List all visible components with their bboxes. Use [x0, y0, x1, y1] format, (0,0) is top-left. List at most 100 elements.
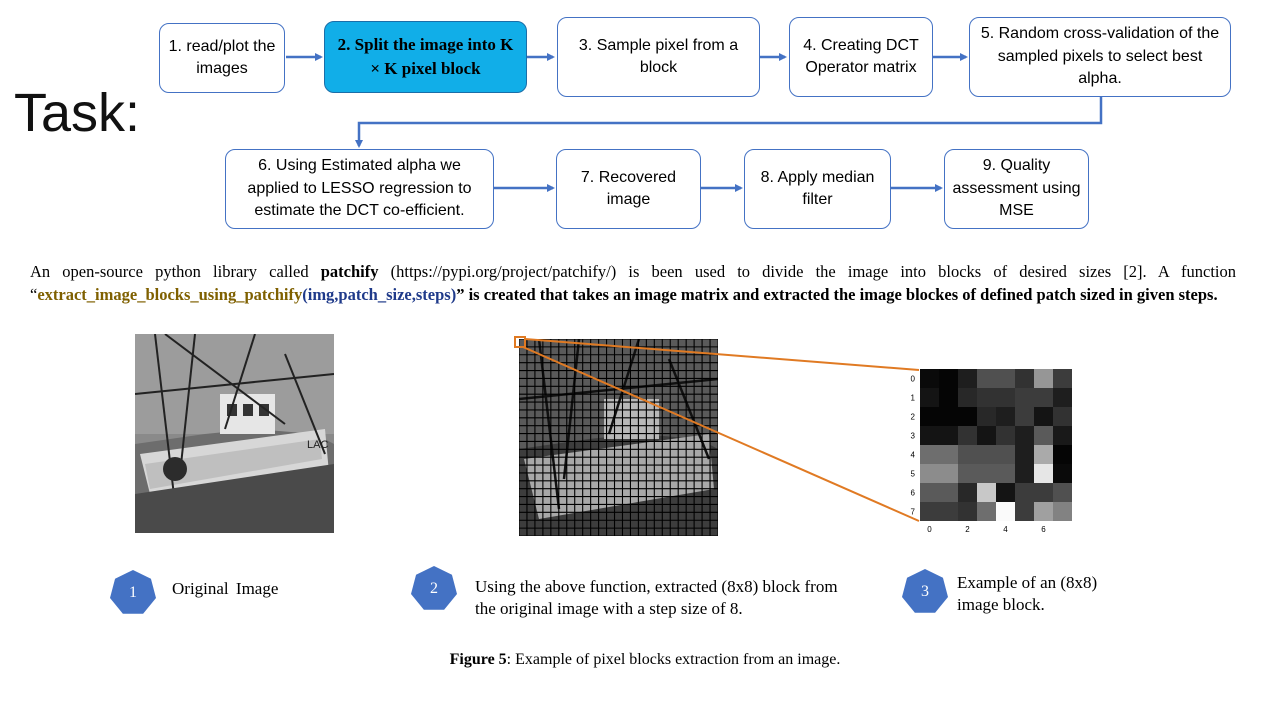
y-tick-label: 2 [911, 413, 916, 422]
block-pixel [996, 426, 1015, 445]
block-pixel [977, 502, 996, 521]
block-pixel [977, 445, 996, 464]
block-pixel [1053, 464, 1072, 483]
block-pixel [958, 388, 977, 407]
function-args: (img,patch_size,steps) [302, 284, 457, 304]
y-tick-label: 7 [911, 508, 916, 517]
block-pixel [1015, 464, 1034, 483]
block-pixel [958, 369, 977, 388]
block-pixel [1053, 445, 1072, 464]
block-pixel [1015, 407, 1034, 426]
block-pixel [1034, 483, 1053, 502]
y-tick-label: 3 [911, 432, 916, 441]
block-pixel [920, 426, 939, 445]
block-pixel [958, 407, 977, 426]
block-pixel [996, 464, 1015, 483]
zoom-source-box [514, 336, 526, 348]
block-pixel [920, 464, 939, 483]
block-pixel [920, 388, 939, 407]
x-tick-label: 6 [1041, 525, 1046, 534]
y-tick-label: 0 [911, 375, 916, 384]
block-pixel [977, 426, 996, 445]
block-pixel [1015, 502, 1034, 521]
block-pixel [939, 388, 958, 407]
block-pixel [939, 502, 958, 521]
function-name: extract_image_blocks_using_patchify [37, 284, 303, 304]
svg-text:LAC: LAC [307, 439, 328, 451]
block-pixel [958, 483, 977, 502]
block-pixel [920, 502, 939, 521]
zoom-line-bottom [522, 346, 920, 522]
block-pixel [996, 483, 1015, 502]
block-pixel [1034, 369, 1053, 388]
block-pixel [939, 483, 958, 502]
y-tick-label: 1 [911, 394, 916, 403]
patchified-image [519, 339, 718, 536]
description-paragraph: An open-source python library called pat… [30, 262, 1236, 304]
block-pixel [1034, 464, 1053, 483]
task-heading: Task: [14, 83, 141, 143]
block-pixel [1053, 483, 1072, 502]
block-pixel [939, 426, 958, 445]
block-pixel [977, 369, 996, 388]
step-cross-validation: 5. Random cross-validation of the sample… [969, 17, 1231, 97]
block-pixel [996, 502, 1015, 521]
block-pixel [939, 464, 958, 483]
block-pixel [958, 464, 977, 483]
block-pixel [996, 445, 1015, 464]
block-pixel [1015, 426, 1034, 445]
step-sample-pixel: 3. Sample pixel from a block [557, 17, 760, 97]
block-pixel [1015, 483, 1034, 502]
block-pixel [1034, 388, 1053, 407]
block-pixel [977, 388, 996, 407]
step-recovered-image: 7. Recovered image [556, 149, 701, 229]
y-tick-label: 6 [911, 489, 916, 498]
block-pixel [958, 426, 977, 445]
caption-block-example: Example of an (8x8) image block. [957, 573, 1098, 614]
block-pixel [1015, 369, 1034, 388]
x-tick-label: 4 [1003, 525, 1008, 534]
step-median-filter: 8. Apply median filter [744, 149, 891, 229]
x-tick-label: 0 [927, 525, 932, 534]
step-read-plot: 1. read/plot the images [159, 23, 285, 93]
figure-caption: Figure 5: Example of pixel blocks extrac… [449, 651, 841, 668]
step-lasso-regression: 6. Using Estimated alpha we applied to L… [225, 149, 494, 229]
block-pixel [1015, 445, 1034, 464]
block-pixel [977, 464, 996, 483]
block-pixel [939, 445, 958, 464]
step-split-image: 2. Split the image into K × K pixel bloc… [324, 21, 527, 93]
block-pixel [920, 445, 939, 464]
caption-extracted-blocks: Using the above function, extracted (8x8… [475, 577, 838, 618]
block-pixel [1015, 388, 1034, 407]
block-pixel [996, 407, 1015, 426]
x-tick-label: 2 [965, 525, 970, 534]
y-tick-label: 5 [911, 470, 916, 479]
block-pixel [1034, 502, 1053, 521]
library-name: patchify [320, 262, 379, 281]
block-pixel [939, 369, 958, 388]
block-pixel [1034, 445, 1053, 464]
block-pixel [977, 407, 996, 426]
block-pixel [1034, 407, 1053, 426]
block-pixel [958, 445, 977, 464]
block-pixel [958, 502, 977, 521]
block-pixel [977, 483, 996, 502]
original-boat-image: LAC [135, 334, 334, 533]
block-pixel [1053, 502, 1072, 521]
block-pixel [1053, 369, 1072, 388]
step-dct-operator: 4. Creating DCT Operator matrix [789, 17, 933, 97]
block-pixel [1053, 388, 1072, 407]
block-pixel [920, 483, 939, 502]
block-pixel [920, 369, 939, 388]
caption-original-image: Original Image [172, 579, 279, 598]
zoom-line-top [524, 338, 920, 371]
block-pixel [1053, 407, 1072, 426]
block-pixel [996, 388, 1015, 407]
step-quality-mse: 9. Quality assessment using MSE [944, 149, 1089, 229]
block-pixel [1034, 426, 1053, 445]
block-pixel [920, 407, 939, 426]
arrow-5-6 [355, 97, 1103, 148]
